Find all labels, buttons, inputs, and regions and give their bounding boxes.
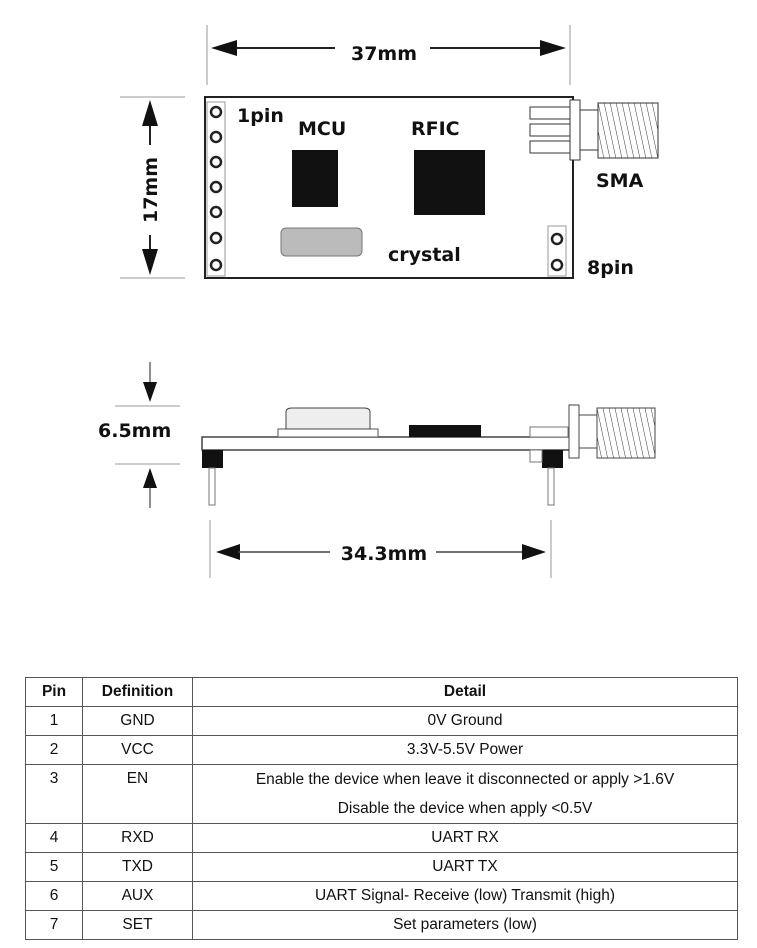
side-view: 6.5mm 34.3mm xyxy=(98,362,656,578)
detail-cell: Enable the device when leave it disconne… xyxy=(192,764,738,824)
height-dimension: 17mm xyxy=(140,100,162,275)
module-drawing: 37mm 17mm 1pin MCU RFIC crystal 8pin xyxy=(98,25,659,578)
detail-cell: 3.3V-5.5V Power xyxy=(192,735,738,765)
left-pins xyxy=(209,105,223,272)
pin-spacing-dimension: 34.3mm xyxy=(216,543,546,565)
crystal-base xyxy=(277,428,379,438)
chip-side xyxy=(409,425,481,437)
detail-cell: UART RX xyxy=(192,823,738,853)
thickness-label: 6.5mm xyxy=(98,420,171,442)
width-label: 37mm xyxy=(351,43,417,65)
rfic-label: RFIC xyxy=(411,118,460,140)
crystal-label: crystal xyxy=(388,244,461,266)
pin8-label: 8pin xyxy=(587,257,634,279)
rfic-chip xyxy=(414,150,485,215)
definition-cell: SET xyxy=(82,910,193,940)
definition-cell: AUX xyxy=(82,881,193,911)
pin-block-left xyxy=(202,450,223,468)
pin-spacing-label: 34.3mm xyxy=(341,543,427,565)
sma-connector xyxy=(529,99,659,161)
top-view: 37mm 17mm 1pin MCU RFIC crystal 8pin xyxy=(120,25,659,279)
definition-cell: TXD xyxy=(82,852,193,882)
pcb-board xyxy=(204,96,574,279)
header-definition: Definition xyxy=(82,677,193,707)
pin1-label: 1pin xyxy=(237,105,284,127)
pin-cell: 6 xyxy=(25,881,83,911)
detail-line: Disable the device when apply <0.5V xyxy=(337,800,593,817)
detail-cell: 0V Ground xyxy=(192,706,738,736)
pin-block-right xyxy=(542,450,563,468)
mcu-label: MCU xyxy=(298,118,346,140)
definition-cell: VCC xyxy=(82,735,193,765)
pin-leg-right xyxy=(547,467,555,506)
pin-cell: 7 xyxy=(25,910,83,940)
header-pin: Pin xyxy=(25,677,83,707)
pin-cell: 4 xyxy=(25,823,83,853)
width-dimension: 37mm xyxy=(211,40,566,65)
thickness-dimension: 6.5mm xyxy=(98,362,180,508)
pin-cell: 5 xyxy=(25,852,83,882)
pin-cell: 3 xyxy=(25,764,83,824)
sma-side xyxy=(529,404,656,463)
table-header-row: Pin Definition Detail xyxy=(25,677,738,707)
height-label: 17mm xyxy=(140,157,162,223)
header-detail: Detail xyxy=(192,677,738,707)
definition-cell: GND xyxy=(82,706,193,736)
mcu-chip xyxy=(292,150,338,207)
right-pins xyxy=(550,232,564,272)
detail-line: Enable the device when leave it disconne… xyxy=(255,771,675,788)
definition-cell: EN xyxy=(82,764,193,824)
detail-cell: UART Signal- Receive (low) Transmit (hig… xyxy=(192,881,738,911)
pin-leg-left xyxy=(208,467,216,506)
pin-cell: 2 xyxy=(25,735,83,765)
crystal xyxy=(280,227,363,257)
detail-cell: UART TX xyxy=(192,852,738,882)
pcb-side xyxy=(201,436,571,451)
table-row: 3 EN Enable the device when leave it dis… xyxy=(25,764,738,824)
pin-cell: 1 xyxy=(25,706,83,736)
crystal-side xyxy=(285,407,371,430)
definition-cell: RXD xyxy=(82,823,193,853)
sma-label: SMA xyxy=(596,170,644,192)
detail-cell: Set parameters (low) xyxy=(192,910,738,940)
